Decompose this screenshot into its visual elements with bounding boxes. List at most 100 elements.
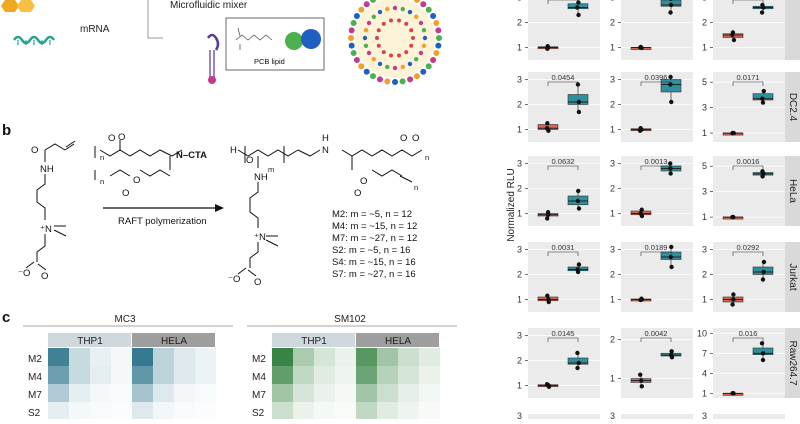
lnp-head-icon [401,7,405,11]
lnp-head-icon [358,63,364,69]
control-point [731,292,735,296]
control-point [639,297,643,301]
polymer-carbonyl-o: O [246,155,253,166]
control-point [731,215,735,219]
polymer-n-subscript-2: n [414,183,418,192]
monomer-structure [26,141,75,270]
control-point [640,208,644,212]
cta-ester-o1: O [108,133,115,144]
lnp-head-icon [414,15,418,19]
panel-d: Normalized RLU 3210.02173213210.00493210… [506,0,800,419]
control-point [546,297,550,301]
lnp-head-icon [422,28,426,32]
cta-n-subscript-2: n [100,177,104,186]
heatmap-cell [195,366,216,384]
heatmap-row-label: M4 [252,372,266,383]
treatment-point [575,366,579,370]
y-tick-label: 2 [517,270,522,280]
control-point [545,294,549,298]
lnp-head-icon [414,57,418,61]
treatment-point [577,110,581,114]
y-tick-label: 3 [702,411,707,419]
treatment-point [761,277,765,281]
lnp-head-icon [419,51,423,55]
treatment-point [575,5,579,9]
lnp-head-icon [420,69,426,75]
polymer-nh: NH [254,172,268,183]
panel-b-letter: b [2,122,11,139]
control-point [638,211,642,215]
lnp-head-icon [426,7,432,13]
polymer-variant: M2: m = ~5, n = 12 [332,209,412,220]
heatmap-cell [272,366,293,384]
y-tick-label: 3 [702,245,707,255]
lnp-head-icon [423,36,427,40]
polymer-variant: S2: m = ~5, n = 16 [332,245,410,256]
heatmap-cell [153,384,174,402]
reaction-label: RAFT polymerization [118,216,207,227]
heatmap-cell [48,348,69,366]
cta-ester-o3: O [133,175,140,186]
heatmap-cell [272,384,293,402]
lnp-head-icon [400,78,406,84]
p-value-label: 0.0189 [645,243,668,252]
heatmap-cell [174,366,195,384]
cell-line-label: HeLa [787,179,798,203]
heatmap-header-label: HELA [161,336,187,347]
lnp-head-icon [349,43,355,49]
cta-structure [95,140,182,180]
polymer-variant: M4: m = ~15, n = 12 [332,221,417,232]
heatmap-cell [153,348,174,366]
mixer-bracket [148,0,163,38]
cta-ester-o2: O [118,132,125,143]
panel-c-letter: c [2,309,10,326]
lipid-figure-icon [208,35,218,84]
p-value-label: 0.0016 [737,157,760,166]
lnp-head-icon [422,44,426,48]
lnp-head-icon [382,50,386,54]
lnp-head-icon [370,0,376,3]
lnp-head-icon [393,6,397,10]
y-tick-label: 4 [702,368,707,378]
heatmap-cell [195,348,216,366]
polymer-h: H [230,145,237,156]
y-tick-label: 1 [702,43,707,53]
lnp-head-icon [414,73,420,79]
y-tick-label: 3 [517,245,522,255]
monomer-o-minus: ⁻O [18,268,30,279]
p-value-label: 0.016 [739,329,758,338]
polymer-variant: M7: m = ~27, n = 12 [332,233,417,244]
lnp-head-icon [351,50,357,56]
lnp-head-icon [372,57,376,61]
treatment-point [760,341,764,345]
y-tick-label: 3 [517,0,522,3]
lnp-head-icon [378,10,382,14]
p-value-label: 0.0632 [552,157,575,166]
polymer-n-plus: ⁺N [254,232,266,243]
lipid-head-blue-icon [301,29,321,49]
lnp-head-icon [430,13,436,19]
control-point [545,121,549,125]
cell-line-label: Jurkat [787,263,798,290]
control-point [638,126,642,130]
control-point [639,378,643,382]
y-tick-label: 3 [517,411,522,419]
lnp-head-icon [411,36,415,40]
lnp-head-icon [363,36,367,40]
boxplot-panel-bg [528,328,600,398]
treatment-point [761,270,765,274]
heatmap-cell [90,366,111,384]
treatment-point [669,349,673,353]
lnp-head-icon [414,0,420,3]
treatment-point [577,262,581,266]
y-tick-label: 3 [517,159,522,169]
treatment-point [668,82,672,86]
y-tick-label: 1 [517,125,522,135]
lnp-head-icon [433,20,439,26]
lnp-head-icon [384,78,390,84]
lnp-head-icon [435,27,441,33]
boxplot-panel-bg [713,414,785,419]
polymer-ester-o3: O [360,176,367,187]
boxplot-panel-bg [621,242,693,312]
lnp-head-icon [372,15,376,19]
